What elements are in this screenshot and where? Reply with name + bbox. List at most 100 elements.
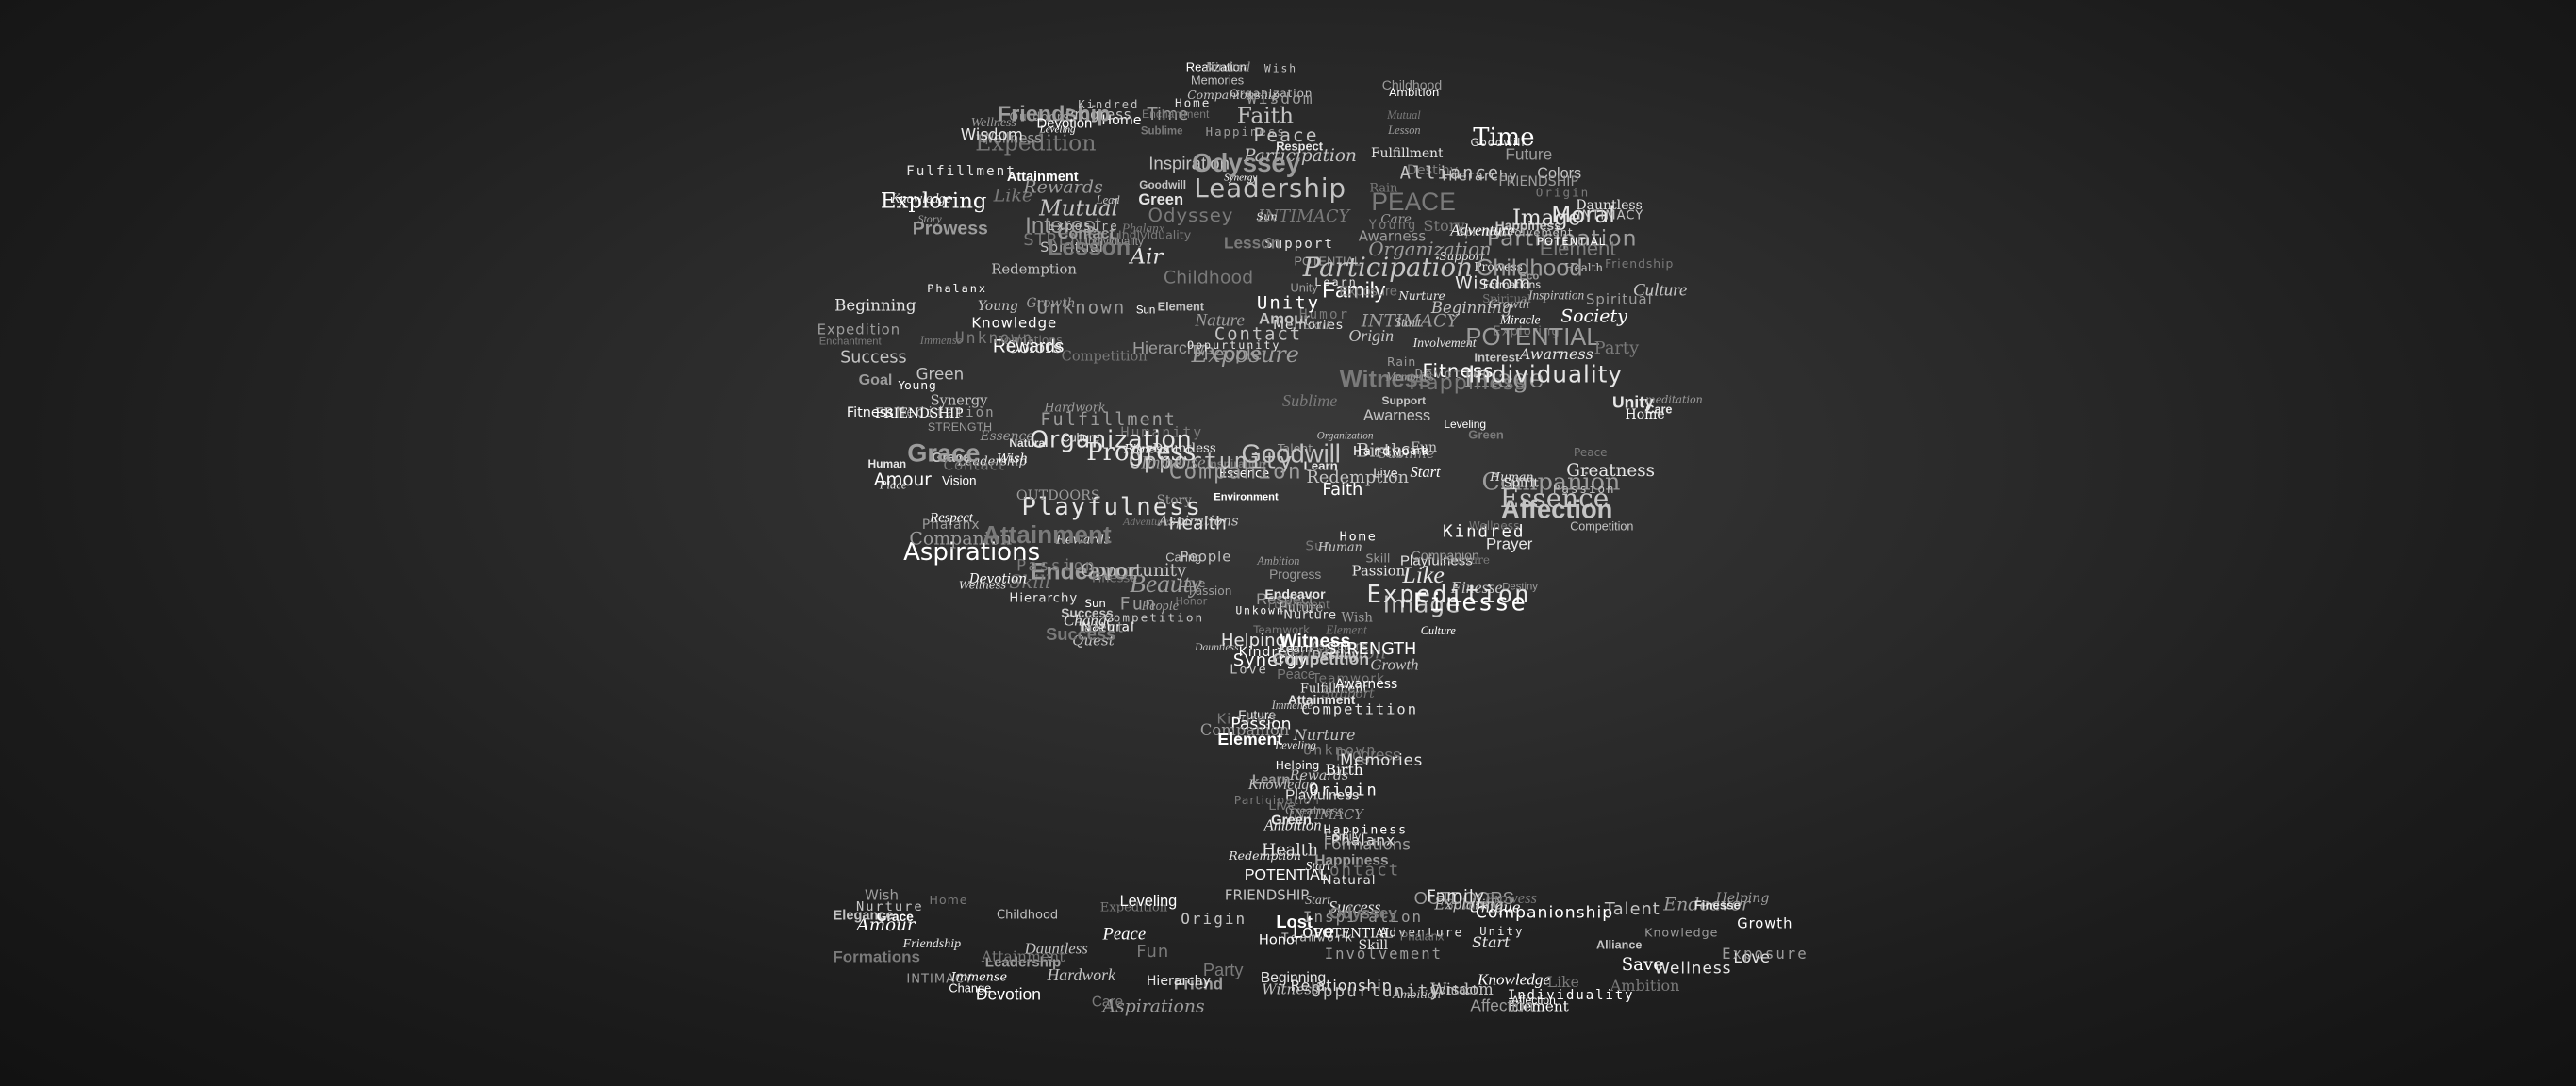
canopy-word: Growth [1488, 296, 1529, 312]
canopy-word: Essence [1499, 482, 1610, 514]
canopy-word: Exploring [880, 189, 987, 214]
canopy-word: Honor [1175, 595, 1208, 608]
canopy-word: Leadership [1194, 173, 1347, 204]
canopy-word: Sun [1135, 304, 1156, 316]
canopy-word: Prowess [1474, 260, 1523, 274]
canopy-word: Wellness [959, 579, 1007, 592]
root-word: Oppurtunity [1311, 982, 1442, 1002]
canopy-word: Image [1382, 590, 1461, 618]
canopy-word: Learn [1279, 640, 1313, 655]
canopy-word: Peace [1253, 124, 1319, 147]
canopy-word: Lead [1096, 192, 1120, 206]
root-word: Ambition [1392, 988, 1442, 1003]
canopy-word: Care [1380, 211, 1412, 226]
canopy-word: Amour [1258, 309, 1311, 328]
canopy-word: Companion [1168, 459, 1303, 485]
canopy-word: Unity [1256, 292, 1321, 314]
root-word: Honor [1258, 931, 1300, 948]
canopy-word: Odyssey [1192, 148, 1301, 178]
canopy-word: INTIMACY [1361, 311, 1459, 332]
canopy-word: Formations [998, 333, 1063, 347]
canopy-word: Rewards [993, 337, 1065, 357]
canopy-word: Environment [1214, 491, 1279, 503]
canopy-word: Friendship [1605, 256, 1675, 271]
trunk-word: Playfulness [1285, 787, 1360, 804]
canopy-word: Faith [1236, 103, 1295, 129]
root-word: Wish [865, 886, 899, 904]
canopy-word: Exposure [1339, 284, 1398, 300]
canopy-word: Essence [1219, 467, 1270, 482]
trunk-word: Start [1305, 858, 1331, 873]
canopy-word: Origin [1535, 185, 1591, 200]
canopy-word: Immense [919, 333, 963, 347]
canopy-word: Wellness [980, 130, 1042, 147]
canopy-word: Knowledge [971, 314, 1058, 332]
trunk-word: Live [1268, 798, 1296, 814]
canopy-word: Wisdom [1454, 272, 1532, 294]
canopy-word: Childhood [1476, 255, 1583, 282]
canopy-word: POTENTIAL [1294, 255, 1362, 269]
canopy-word: Respect [1256, 590, 1313, 608]
canopy-word: Rewards [1023, 175, 1103, 198]
canopy-word: Interest [1025, 213, 1101, 239]
canopy-word: Redemption [1306, 469, 1410, 488]
root-word: Teamwork [1280, 930, 1355, 945]
root-word: Helping [1715, 890, 1770, 906]
canopy-word: Spiritual [1040, 240, 1104, 256]
trunk-word: Natural [1322, 872, 1377, 888]
canopy-word: Synergy [1224, 172, 1258, 184]
canopy-word: Devotion [968, 571, 1027, 587]
canopy-word: Grace [932, 450, 971, 466]
canopy-word: Sublime [1378, 446, 1435, 462]
canopy-word: Contact [943, 456, 1005, 474]
canopy-word: Hierarchy [1132, 337, 1205, 357]
canopy-word: Kindred [1205, 59, 1250, 75]
root-word: Start [1305, 894, 1331, 909]
root-word: Origin [1181, 910, 1247, 929]
root-word: Endeavor [1663, 894, 1750, 915]
canopy-word: Organization [1368, 239, 1492, 261]
canopy-word: Participation [1302, 252, 1473, 284]
canopy-word: Kindred [1078, 97, 1140, 111]
canopy-word: Sun [1305, 538, 1333, 554]
canopy-word: Happiness [1409, 370, 1527, 396]
canopy-word: Time [1147, 105, 1189, 125]
trunk-word: Health [1262, 840, 1318, 860]
canopy-word: Time [1473, 123, 1535, 152]
canopy-word: Participation [1486, 224, 1638, 252]
root-word: Lost [1276, 911, 1313, 931]
canopy-word: Goodwill [1139, 177, 1187, 191]
canopy-word: Prayer [1485, 535, 1533, 553]
root-word: Phalanx [1399, 929, 1445, 944]
canopy-word: Wisdom [960, 126, 1023, 145]
canopy-word: Playfulness [1400, 552, 1473, 569]
trunk-word: Immense [1271, 698, 1313, 712]
canopy-word: Organization [1316, 430, 1374, 442]
trunk-word: Greatness [1284, 803, 1345, 817]
canopy-word: Devotion [1414, 367, 1493, 383]
canopy-word: Phalanx [1121, 221, 1164, 236]
canopy-word: Lesson [1047, 234, 1131, 261]
canopy-word: Wellness [1468, 518, 1520, 533]
root-word: Affection [1470, 996, 1534, 1015]
canopy-word: Attainment [982, 519, 1112, 549]
root-word: FRIENDSHIP [1224, 886, 1310, 904]
canopy-word: Helping [1220, 630, 1287, 650]
trunk-word: Happiness [1323, 823, 1409, 838]
canopy-word: Happiness [1205, 123, 1286, 139]
canopy-word: Childhood [1381, 76, 1443, 92]
root-word: Involvement [1324, 946, 1444, 963]
canopy-word: Story [1156, 492, 1192, 508]
canopy-word: Unity [1290, 280, 1318, 295]
canopy-word: Fun [1411, 439, 1438, 455]
canopy-word: Memories [1191, 73, 1245, 88]
root-word: Immense [950, 970, 1008, 985]
canopy-word: Human [1490, 469, 1534, 484]
trunk-word: Helping [1275, 758, 1320, 772]
canopy-word: Endeavor [1030, 558, 1138, 585]
canopy-word: Beginning [1430, 298, 1512, 317]
trunk-word: Element [1217, 730, 1283, 749]
trunk-word: Peace [1277, 666, 1315, 683]
canopy-word: Awarness [1519, 345, 1593, 364]
